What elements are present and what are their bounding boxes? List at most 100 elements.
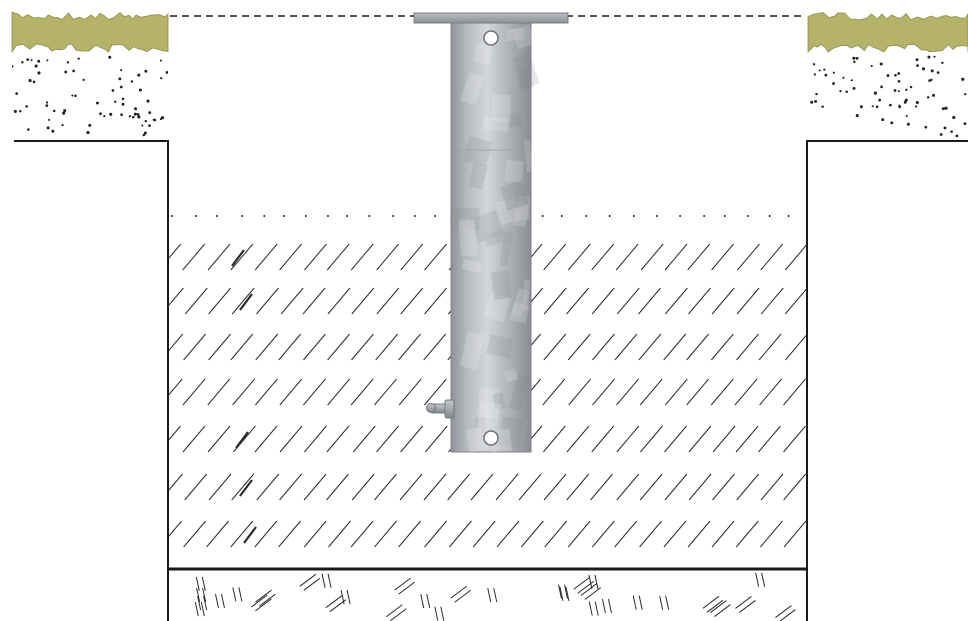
hatch-line xyxy=(735,520,759,548)
hatch-line xyxy=(254,425,278,453)
tube-patch xyxy=(455,208,480,231)
bottom-hole xyxy=(483,430,499,446)
tube-patch xyxy=(476,387,501,419)
soil-dot xyxy=(86,130,90,135)
hatch-line xyxy=(231,473,255,501)
backfill-dot xyxy=(768,215,771,217)
soil-dot xyxy=(138,88,142,92)
backfill-dot xyxy=(326,215,329,217)
soil-dot xyxy=(134,107,138,111)
hatch-line xyxy=(592,333,615,361)
tube-patch xyxy=(475,400,502,438)
tube-patch xyxy=(515,66,535,91)
hatch-line xyxy=(664,425,687,453)
tube-patch xyxy=(459,331,485,371)
soil-dot xyxy=(916,64,919,68)
hatch-line xyxy=(544,520,568,548)
tube-patch xyxy=(506,28,525,42)
soil-dot xyxy=(141,124,144,127)
hatch-line xyxy=(169,473,183,491)
hatch-line xyxy=(807,288,829,314)
hatch-line xyxy=(232,378,255,406)
hatch-line xyxy=(280,287,304,315)
soil-dot xyxy=(48,118,51,121)
hatch-line xyxy=(183,520,207,548)
subsoil-stroke xyxy=(434,606,439,621)
subsoil-stroke xyxy=(220,593,225,609)
backfill-dot xyxy=(304,215,307,217)
backfill-dot xyxy=(723,215,726,217)
subsoil-stroke xyxy=(251,594,268,608)
hatch-line xyxy=(711,243,734,271)
soil-dot xyxy=(926,96,930,99)
hatch-line xyxy=(350,243,374,271)
hatch-line xyxy=(376,287,400,315)
soil-dot xyxy=(46,59,49,62)
tube-patch xyxy=(459,72,485,106)
subsoil-stroke xyxy=(325,595,343,609)
subsoil-stroke xyxy=(200,601,205,617)
subsoil-stroke xyxy=(710,600,727,613)
backfill-dot xyxy=(787,215,790,217)
hatch-line xyxy=(256,473,280,501)
soil-dot xyxy=(62,111,66,115)
subsoil-stroke xyxy=(565,586,570,601)
hatch-line xyxy=(169,378,183,396)
soil-dot xyxy=(148,124,151,128)
soil-dot xyxy=(120,113,123,117)
subsoil-stroke xyxy=(659,595,664,610)
hatch-line xyxy=(809,521,831,547)
soil-dot xyxy=(853,60,856,64)
hatch-line xyxy=(807,379,829,405)
hatch-line xyxy=(423,378,447,406)
hatch-line xyxy=(495,473,519,501)
hatch-line xyxy=(169,520,183,537)
soil-dot xyxy=(88,123,92,127)
hatch-line xyxy=(616,287,640,315)
soil-dot xyxy=(950,130,953,133)
hatch-line xyxy=(327,333,350,361)
soil-dot xyxy=(148,111,152,115)
soil-dot xyxy=(824,73,828,77)
soil-dot xyxy=(936,71,940,74)
grass-surface-left xyxy=(11,11,169,54)
topsoil-left xyxy=(12,55,168,137)
hatch-line xyxy=(710,333,734,361)
hatch-line xyxy=(423,333,447,361)
top-flange xyxy=(413,12,569,24)
soil-dot xyxy=(144,119,147,123)
hatch-line xyxy=(350,378,374,406)
hatch-line xyxy=(230,520,254,548)
soil-dot xyxy=(161,116,165,120)
subsoil-stroke xyxy=(588,574,593,590)
soil-dot xyxy=(875,105,879,109)
soil-dot xyxy=(845,90,848,93)
soil-dot xyxy=(952,115,956,120)
hatch-line xyxy=(326,425,350,453)
backfill-dot xyxy=(746,215,749,217)
soil-dot xyxy=(120,68,123,72)
soil-dot xyxy=(72,69,75,73)
hatch-line xyxy=(737,243,760,271)
soil-dot xyxy=(924,125,928,129)
hatch-line xyxy=(496,520,520,548)
hatch-line xyxy=(566,287,589,315)
tube-patch xyxy=(506,112,524,129)
hatch-line xyxy=(687,520,711,548)
subsoil-stroke xyxy=(398,581,415,595)
soil-dot xyxy=(132,115,135,119)
soil-dot xyxy=(821,105,824,108)
subsoil-stroke xyxy=(202,587,207,603)
soil-dot xyxy=(142,133,146,137)
hatch-line xyxy=(760,287,784,315)
tube-patch xyxy=(495,197,522,226)
soil-dot xyxy=(143,131,147,135)
soil-dot xyxy=(61,124,64,127)
subsoil-stroke xyxy=(440,606,445,621)
soil-dot xyxy=(903,100,907,104)
subsoil-stroke xyxy=(775,605,792,618)
hatch-line xyxy=(591,287,615,315)
hatch-line xyxy=(351,287,375,315)
soil-dot xyxy=(136,112,140,116)
hatch-accent xyxy=(239,479,253,497)
